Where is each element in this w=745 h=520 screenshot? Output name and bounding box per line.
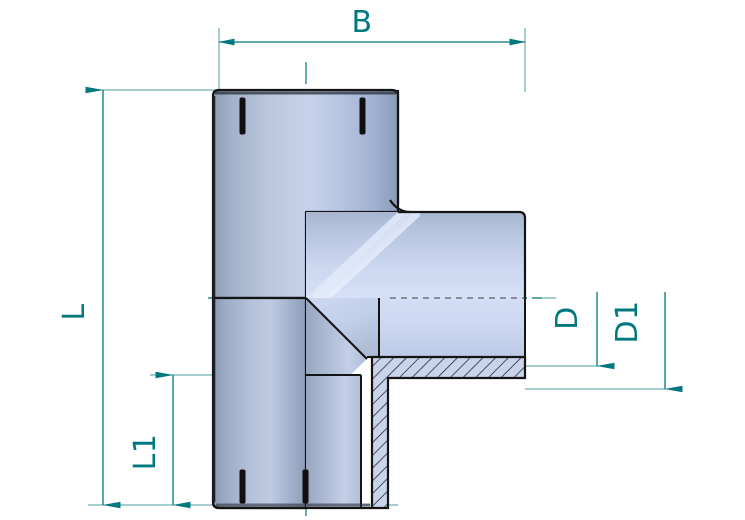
cut-edges	[305, 297, 526, 508]
branch-bore-upper-inside	[306, 298, 367, 375]
slot-bottom-left	[239, 469, 246, 504]
vertical-run-bottom-edge	[211, 501, 372, 510]
tee-body	[211, 88, 527, 510]
fillet-arc-top	[389, 199, 411, 214]
dimension-lines	[85, 38, 683, 509]
dim-label-d1: D1	[610, 300, 645, 343]
dim-label-l1: L1	[128, 434, 163, 471]
saddle-specular	[306, 214, 405, 299]
horizontal-run-upper-fill	[306, 212, 525, 298]
top-slots	[239, 97, 366, 135]
inner-taper-face	[306, 298, 379, 357]
horizontal-bore-lower	[306, 298, 525, 357]
horizontal-run-top-edge	[398, 210, 527, 298]
taper-diagonal-edge	[305, 297, 368, 360]
branch-bore-lower-inside	[306, 375, 361, 508]
slot-top-right	[359, 97, 366, 135]
bottom-slots	[239, 469, 309, 504]
dim-label-l: L	[57, 303, 92, 320]
dim-label-d: D	[550, 306, 585, 330]
dim-label-b: B	[351, 5, 372, 40]
slot-top-left	[239, 97, 246, 135]
dimension-labels: B L L1 D D1	[57, 5, 645, 470]
vertical-run-lower	[211, 296, 308, 510]
slot-bottom-right	[302, 469, 309, 504]
